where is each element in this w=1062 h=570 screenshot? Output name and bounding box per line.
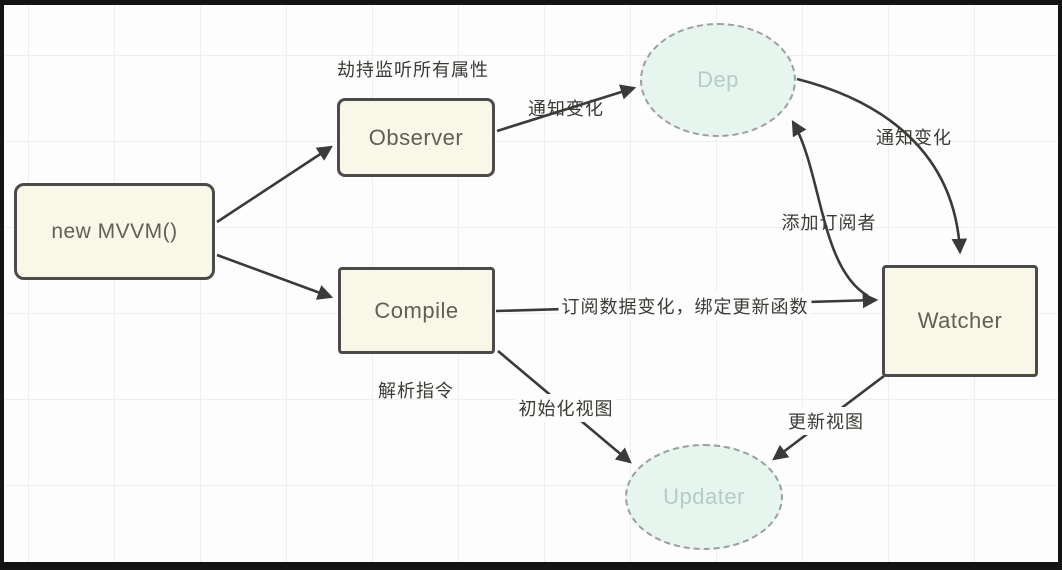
annotation-parse-directives: 解析指令 xyxy=(378,381,454,401)
node-compile-label: Compile xyxy=(374,297,459,323)
edge-watcher-to-dep xyxy=(791,119,869,298)
node-watcher: Watcher xyxy=(882,265,1038,377)
edge-observer-to-dep xyxy=(496,84,637,133)
node-observer: Observer xyxy=(337,98,495,177)
edge-label-subscribe-bind-update: 订阅数据变化，绑定更新函数 xyxy=(558,292,812,320)
frame-border-top xyxy=(0,0,1062,5)
frame-border-left xyxy=(0,0,4,570)
node-updater: Updater xyxy=(625,444,783,550)
edge-dep-to-watcher xyxy=(796,77,968,255)
edge-new-mvvm-to-observer xyxy=(216,145,333,224)
node-watcher-label: Watcher xyxy=(917,308,1003,333)
frame-border-bottom xyxy=(0,562,1062,570)
node-observer-label: Observer xyxy=(368,124,464,150)
edge-label-add-subscriber: 添加订阅者 xyxy=(781,213,877,233)
node-new-mvvm-label: new MVVM() xyxy=(51,219,178,243)
node-updater-label: Updater xyxy=(663,484,745,509)
node-dep: Dep xyxy=(640,23,796,137)
edge-new-mvvm-to-compile xyxy=(216,253,334,300)
edge-label-notify-change-dep-watcher: 通知变化 xyxy=(876,128,952,148)
node-new-mvvm: new MVVM() xyxy=(14,183,215,280)
edge-label-init-view: 初始化视图 xyxy=(515,394,617,422)
annotation-hijack-observe-all-properties: 劫持监听所有属性 xyxy=(337,60,489,80)
frame-border-right xyxy=(1058,0,1062,570)
node-dep-label: Dep xyxy=(697,67,739,92)
node-compile: Compile xyxy=(338,267,495,354)
edge-label-update-view: 更新视图 xyxy=(785,407,867,435)
edge-label-notify-change-observer-dep: 通知变化 xyxy=(528,99,604,119)
